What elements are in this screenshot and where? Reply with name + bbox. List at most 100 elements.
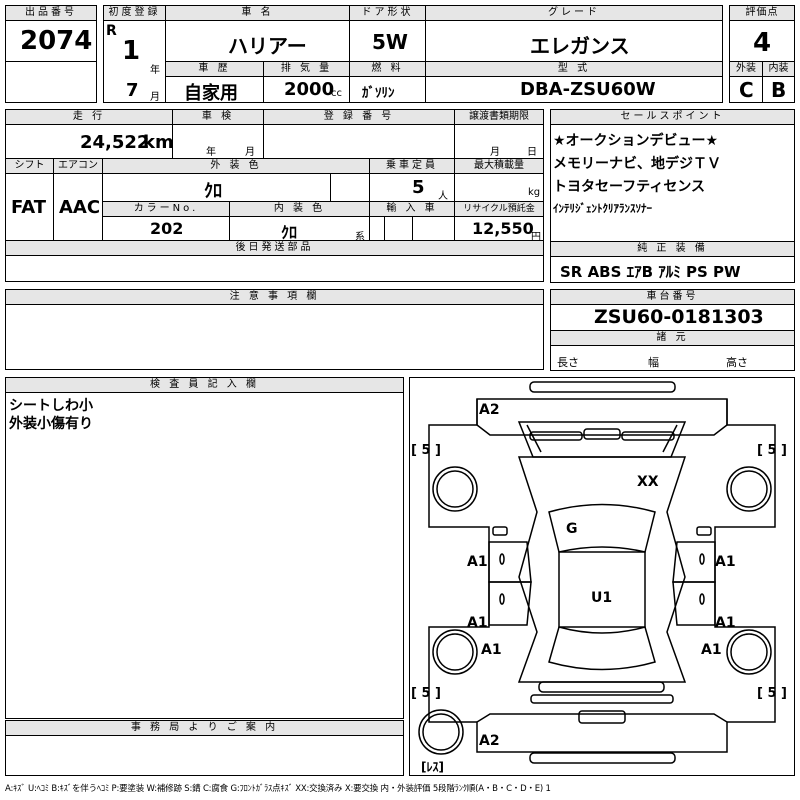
mark-g: G: [566, 521, 578, 537]
lot-label: 出品番号: [5, 5, 97, 21]
mark-a2-rear: A2: [479, 733, 500, 749]
notes-label: 注 意 事 項 欄: [5, 289, 544, 305]
lot-number: 2074: [20, 26, 93, 56]
recycle-unit: 円: [531, 232, 541, 243]
int-grade-box: [762, 76, 795, 103]
lot-blank: [5, 61, 97, 103]
car-name-label: 車 名: [165, 5, 350, 21]
mileage-label: 走 行: [5, 109, 173, 125]
sales-point-line: メモリーナビ、地デジＴＶ: [553, 156, 721, 172]
int-color-box: [229, 216, 370, 241]
tire-front-left: [ 5 ]: [411, 443, 441, 458]
notes-box: [5, 304, 544, 370]
model-label: 型 式: [425, 61, 723, 77]
load-label: 最大積載量: [454, 158, 544, 174]
model: DBA-ZSU60W: [520, 79, 656, 100]
mark-a1-right-door-rear: A1: [715, 615, 736, 631]
ac-label: エアコン: [53, 158, 103, 174]
mark-a1-right-door-front: A1: [715, 554, 736, 570]
mark-a2-front: A2: [479, 402, 500, 418]
door-type: 5W: [372, 30, 408, 54]
ext-color: ｸﾛ: [204, 181, 222, 202]
reg-month: 7: [126, 80, 139, 101]
mileage: 24,522: [80, 132, 150, 153]
later-parts-box: [5, 255, 544, 282]
capacity-unit: 人: [438, 191, 448, 202]
tire-front-right: [ 5 ]: [757, 443, 787, 458]
first-reg-label: 初度登録: [103, 5, 166, 21]
recycle: 12,550: [472, 219, 534, 238]
reg-no-box: [263, 124, 455, 159]
insp-year-unit: 年: [206, 147, 216, 158]
door-label: ドア形状: [349, 5, 426, 21]
inspector-line: 外装小傷有り: [9, 416, 93, 432]
recycle-label: リサイクル預託金: [454, 201, 544, 217]
sales-point-line: トヨタセーフティセンス: [553, 179, 706, 195]
ext-grade-label: 外装: [729, 61, 763, 77]
score-label: 評価点: [729, 5, 795, 21]
office-box: [5, 735, 404, 776]
inspector-line: シートしわ小: [9, 398, 93, 414]
dims-box: [550, 345, 795, 371]
fuel: ｶﾞｿﾘﾝ: [362, 86, 395, 101]
int-grade: B: [771, 78, 787, 102]
car-diagram: A2 XX G U1 A1 A1 A1 A1 A1 A1 A2 [ 5 ] [ …: [411, 381, 787, 774]
width-label: 幅: [648, 356, 659, 369]
inspector-label: 検 査 員 記 入 欄: [5, 377, 404, 393]
transfer-day-unit: 日: [527, 147, 537, 158]
reg-no-label: 登 録 番 号: [263, 109, 455, 125]
displacement-label: 排 気 量: [263, 61, 350, 77]
int-color-suffix: 系: [355, 232, 365, 243]
mark-a1-right-quarter: A1: [701, 642, 722, 658]
car-name: ハリアー: [228, 34, 307, 58]
color-no: 202: [150, 219, 184, 238]
spare-tire: [ﾚｽ]: [421, 760, 444, 774]
transfer-month-unit: 月: [490, 147, 500, 158]
height-label: 高さ: [726, 356, 748, 369]
import-box-3: [412, 216, 455, 241]
ac: AAC: [59, 197, 101, 218]
length-label: 長さ: [557, 356, 579, 369]
int-color: ｸﾛ: [281, 223, 298, 242]
equipment-label: 純 正 装 備: [550, 241, 795, 257]
shift: FAT: [11, 197, 47, 218]
inspector-box: [5, 392, 404, 719]
year-unit: 年: [150, 65, 160, 76]
history: 自家用: [184, 83, 238, 104]
displacement-unit: cc: [331, 88, 342, 99]
int-color-label: 内 装 色: [229, 201, 370, 217]
later-parts-label: 後日発送部品: [5, 240, 544, 256]
mark-a1-left-door-front: A1: [467, 554, 488, 570]
color-no-label: カラーNo.: [102, 201, 230, 217]
office-label: 事 務 局 よ り ご 案 内: [5, 720, 404, 736]
score: 4: [753, 28, 772, 58]
era: R: [106, 23, 117, 39]
history-label: 車 歴: [165, 61, 264, 77]
displacement: 2000: [284, 79, 335, 100]
sales-point-line: ★オークションデビュー★: [553, 133, 719, 149]
load-unit: kg: [528, 187, 541, 198]
grade-label: グレード: [425, 5, 723, 21]
month-unit: 月: [150, 92, 160, 103]
tire-rear-left: [ 5 ]: [411, 686, 441, 701]
tire-rear-right: [ 5 ]: [757, 686, 787, 701]
capacity-label: 乗車定員: [369, 158, 455, 174]
mileage-unit: km: [143, 132, 174, 153]
ext-color-label: 外 装 色: [102, 158, 370, 174]
mark-xx: XX: [637, 474, 659, 490]
reg-year: 1: [122, 36, 141, 66]
chassis-label: 車台番号: [550, 289, 795, 305]
int-grade-label: 内装: [762, 61, 795, 77]
sales-point-line: ｲﾝﾃﾘｼﾞｪﾝﾄｸﾘｱﾗﾝｽｿﾅｰ: [553, 202, 652, 215]
diagram-frame: [409, 377, 795, 776]
mark-u1: U1: [591, 590, 612, 606]
ext-grade: C: [739, 78, 754, 102]
fuel-label: 燃 料: [349, 61, 426, 77]
import-box-2: [384, 216, 413, 241]
legend: A:ｷｽﾞ U:ﾍｺﾐ B:ｷｽﾞを伴うﾍｺﾐ P:要塗装 W:補修跡 S:錆 …: [5, 784, 551, 794]
grade: エレガンス: [530, 34, 630, 58]
import-label: 輸 入 車: [369, 201, 455, 217]
chassis-number: ZSU60-0181303: [594, 306, 764, 328]
equipment-box: [550, 256, 795, 283]
insp-month-unit: 月: [245, 147, 255, 158]
